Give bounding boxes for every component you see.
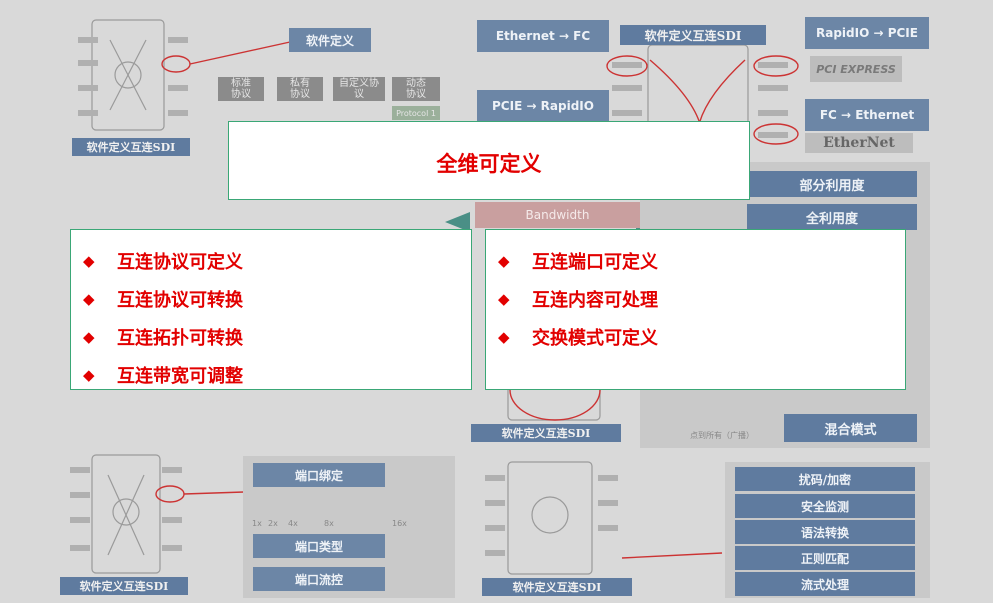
list-item: ◆互连端口可定义: [498, 252, 658, 273]
list-item: ◆互连拓扑可转换: [83, 328, 243, 349]
ethernet-logo: EtherNet: [805, 133, 913, 153]
bandwidth-box: Bandwidth: [475, 202, 640, 228]
func-scramble: 扰码/加密: [735, 467, 915, 491]
sdi-label-top-middle: 软件定义互连SDI: [620, 25, 766, 45]
scale-2x: 2x: [268, 519, 278, 528]
list-item: ◆互连带宽可调整: [83, 366, 243, 387]
right-list-box: ◆互连端口可定义 ◆互连内容可处理 ◆交换模式可定义: [485, 229, 906, 390]
partial-utilization-box: 部分利用度: [747, 171, 917, 197]
fc-to-ethernet-box: FC → Ethernet: [805, 99, 929, 131]
diamond-bullet-icon: ◆: [83, 252, 95, 270]
port-bind-box: 端口绑定: [253, 463, 385, 487]
pci-express-logo: PCI EXPRESS: [810, 56, 902, 82]
sdi-label-bottom-right: 软件定义互连SDI: [482, 578, 632, 596]
left-list-box: ◆互连协议可定义 ◆互连协议可转换 ◆互连拓扑可转换 ◆互连带宽可调整: [70, 229, 472, 390]
scale-8x: 8x: [324, 519, 334, 528]
pcie-to-rapidio-box: PCIE → RapidIO: [477, 90, 609, 122]
protocol-custom: 自定义协 议: [333, 77, 385, 101]
diamond-bullet-icon: ◆: [83, 290, 95, 308]
list-item: ◆互连协议可转换: [83, 290, 243, 311]
protocol-dynamic: 动态 协议: [392, 77, 440, 101]
full-utilization-box: 全利用度: [747, 204, 917, 230]
func-regex: 正则匹配: [735, 546, 915, 570]
diamond-bullet-icon: ◆: [498, 290, 510, 308]
diamond-bullet-icon: ◆: [498, 252, 510, 270]
sdi-label-top-left: 软件定义互连SDI: [72, 138, 190, 156]
func-stream: 流式处理: [735, 572, 915, 596]
diamond-bullet-icon: ◆: [83, 366, 95, 384]
title-box: 全维可定义: [228, 121, 750, 200]
func-syntax: 语法转换: [735, 520, 915, 544]
diamond-bullet-icon: ◆: [498, 328, 510, 346]
protocol-standard: 标准 协议: [218, 77, 264, 101]
title-text: 全维可定义: [436, 152, 542, 176]
port-flow-box: 端口流控: [253, 567, 385, 591]
protocol-1-label: Protocol 1: [392, 106, 440, 120]
sdi-label-middle: 软件定义互连SDI: [471, 424, 621, 442]
diamond-bullet-icon: ◆: [83, 328, 95, 346]
scale-16x: 16x: [392, 519, 407, 528]
rapidio-to-pcie-box: RapidIO → PCIE: [805, 17, 929, 49]
scale-1x: 1x: [252, 519, 262, 528]
port-type-box: 端口类型: [253, 534, 385, 558]
list-item: ◆互连内容可处理: [498, 290, 658, 311]
scale-4x: 4x: [288, 519, 298, 528]
mixed-mode-box: 混合模式: [784, 414, 917, 442]
broadcast-label: 点到所有（广播）: [690, 430, 754, 440]
protocol-private: 私有 协议: [277, 77, 323, 101]
eth-to-fc-box: Ethernet → FC: [477, 20, 609, 52]
sdi-label-bottom-left: 软件定义互连SDI: [60, 577, 188, 595]
software-def-box: 软件定义: [289, 28, 371, 52]
list-item: ◆交换模式可定义: [498, 328, 658, 349]
func-security: 安全监测: [735, 494, 915, 518]
list-item: ◆互连协议可定义: [83, 252, 243, 273]
